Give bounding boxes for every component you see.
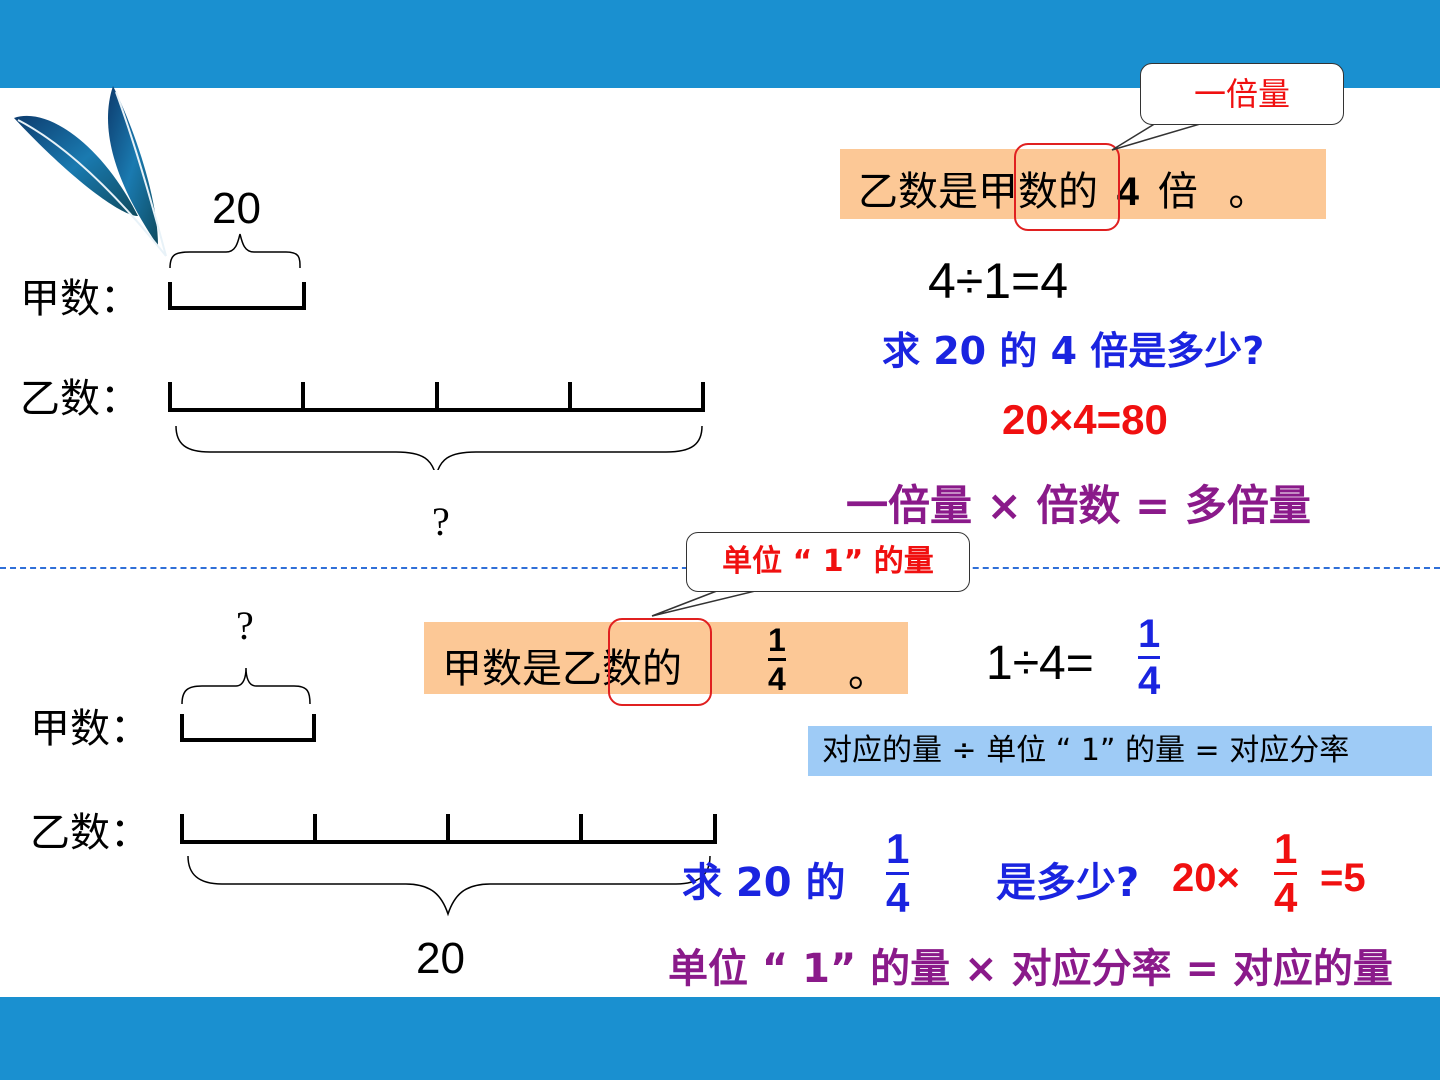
footer-bar [0,997,1440,1080]
top-sentence-multiple: 4 [1116,170,1139,214]
fraction-line [768,658,786,661]
bottom-diagram [180,667,717,917]
bottom-division-fraction: 1 4 [1138,612,1161,703]
top-rule: 一倍量 × 倍数 = 多倍量 [846,481,1311,530]
bottom-formula-box: 对应的量 ÷ 单位 “ 1” 的量 = 对应分率 [808,726,1432,776]
top-yi-value: ? [432,499,450,544]
bottom-sentence-fraction: 1 4 [768,624,786,695]
bottom-sentence-frac-num: 1 [768,622,786,658]
bottom-calc-b: =5 [1320,856,1366,900]
top-jia-value: 20 [212,184,261,233]
top-sentence-bei: 倍 [1157,169,1198,215]
top-highlight-circle [1014,143,1120,231]
bottom-calc-frac-den: 4 [1274,874,1298,921]
bottom-question-b: 是多少? [996,860,1140,906]
bottom-calc-a: 20× [1172,856,1240,900]
bottom-yi-value: 20 [416,934,465,983]
fraction-line [1274,872,1298,875]
bottom-question-fraction: 1 4 [886,825,910,921]
top-sentence-period: 。 [1228,169,1269,215]
feather-icon [14,86,167,257]
bottom-division-frac-num: 1 [1138,612,1161,656]
bottom-division-prefix: 1÷4= [986,637,1094,690]
bottom-rule: 单位 “ 1” 的量 × 对应分率 = 对应的量 [668,946,1393,992]
top-sentence-highlight [840,149,1326,219]
top-question: 求 20 的 4 倍是多少? [882,329,1265,373]
top-division: 4÷1=4 [928,253,1069,309]
bottom-sentence-highlight [424,622,908,694]
fraction-line [1138,656,1161,659]
top-jia-label: 甲数： [20,276,140,322]
bottom-calc-frac-num: 1 [1274,825,1298,872]
top-diagram [168,233,705,470]
bottom-yi-label: 乙数： [30,810,150,856]
bottom-calc-fraction: 1 4 [1274,825,1298,921]
bottom-rule-clip: 单位 “ 1” 的量 × 对应分率 = 对应的量 [668,942,1440,997]
top-callout: 一倍量 [1140,63,1344,125]
fraction-line [886,872,910,875]
bottom-sentence-text: 甲数是乙数的 [442,646,682,692]
top-sentence: 乙数是甲数的 4 倍 。 [858,159,1268,217]
top-yi-label: 乙数： [20,376,140,422]
bottom-sentence-period: 。 [848,650,888,696]
bottom-jia-value: ? [236,603,254,648]
bottom-question-frac-den: 4 [886,874,910,921]
bottom-question-a: 求 20 的 [682,860,846,906]
bottom-division-frac-den: 4 [1138,659,1161,703]
bottom-sentence-frac-den: 4 [768,661,786,697]
bottom-highlight-circle [608,618,712,706]
top-multiply: 20×4=80 [1002,396,1168,443]
bottom-callout: 单位 “ 1” 的量 [686,532,970,592]
bottom-jia-label: 甲数： [30,706,150,752]
top-sentence-text: 乙数是甲数的 [858,169,1098,215]
bottom-question-frac-num: 1 [886,825,910,872]
